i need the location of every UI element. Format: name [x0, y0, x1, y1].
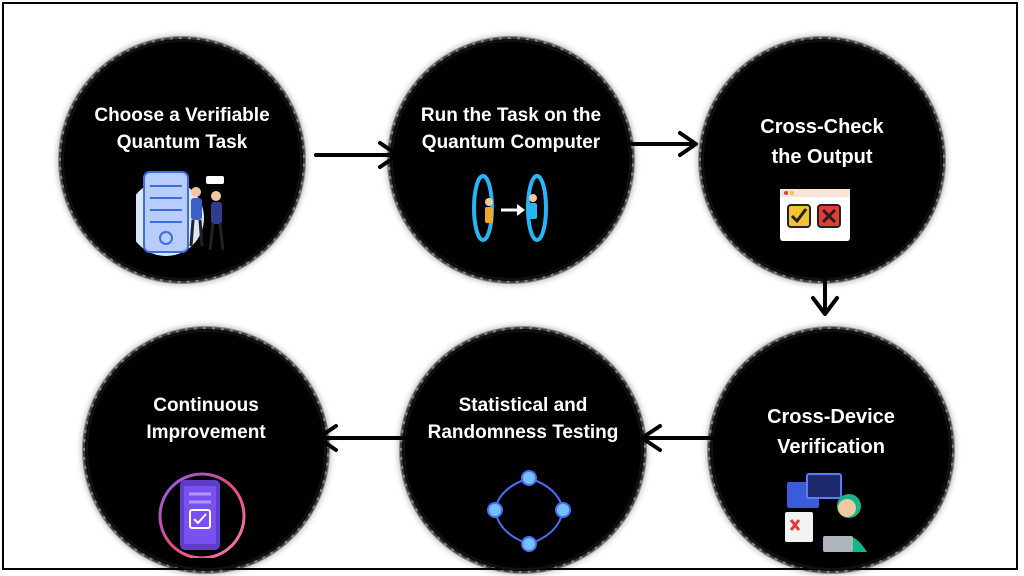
step-circle — [388, 37, 634, 283]
portal-teleport-icon — [472, 174, 548, 242]
step-statistical-testing: Statistical and Randomness Testing — [400, 327, 646, 573]
step-continuous-improvement: Continuous Improvement — [83, 327, 329, 573]
check-cross-window-icon — [780, 189, 850, 241]
step-circle — [708, 327, 954, 573]
step-title: Run the Task on the Quantum Computer — [420, 105, 602, 153]
step-cross-device: Cross-Device Verification — [708, 327, 954, 573]
step-circle — [699, 37, 945, 283]
step-run-task: Run the Task on the Quantum Computer — [388, 37, 634, 283]
step-cross-check: Cross-Check the Output — [699, 37, 945, 283]
quantum-computer-scientists-icon — [136, 171, 225, 256]
step-circle — [400, 327, 646, 573]
phone-checklist-icon — [158, 472, 246, 558]
step-title: Cross-Check the Output — [760, 116, 884, 168]
arrow-left-2 — [316, 424, 406, 452]
step-title: Statistical and Randomness Testing — [427, 395, 619, 443]
step-title: Continuous Improvement — [146, 395, 266, 443]
arrow-right-2 — [624, 131, 698, 157]
step-choose-task: Choose a Verifiable Quantum Task — [59, 37, 305, 283]
developer-screens-icon — [785, 473, 867, 552]
step-title: Cross-Device Verification — [767, 406, 895, 458]
arrow-down — [811, 256, 839, 316]
network-nodes-icon — [487, 470, 571, 552]
arrow-right-1 — [314, 141, 400, 169]
arrow-left-1 — [640, 424, 716, 452]
step-title: Choose a Verifiable Quantum Task — [94, 105, 270, 153]
